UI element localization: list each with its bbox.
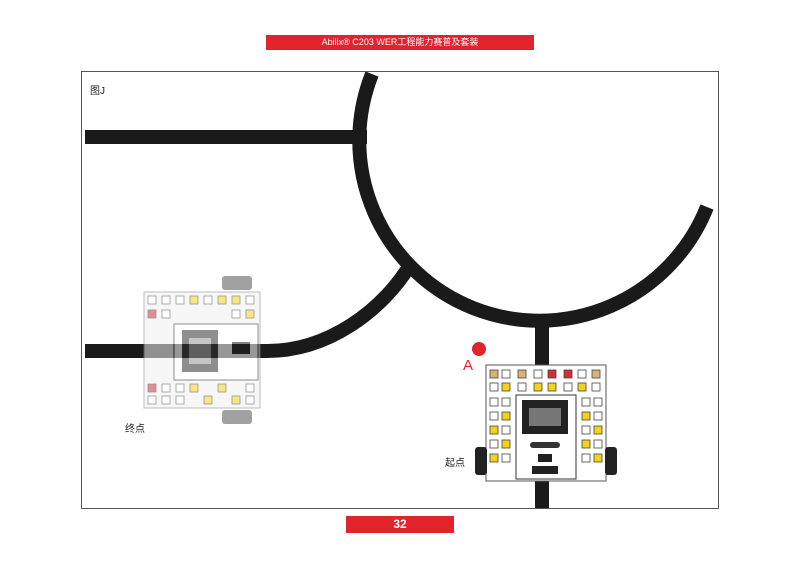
header-title: Abilix® C203 WER工程能力赛普及套装 <box>321 37 479 47</box>
figure-label: 图J <box>90 86 105 97</box>
track-map <box>85 72 714 508</box>
start-point-label: 起点 <box>445 458 465 469</box>
point-a-marker <box>472 342 486 356</box>
end-point-label: 终点 <box>125 424 145 435</box>
start-robot <box>475 364 617 482</box>
end-robot <box>143 276 261 424</box>
header-banner: Abilix® C203 WER工程能力赛普及套装 <box>266 35 534 50</box>
track-branch-curve <box>85 258 419 358</box>
page-number-bar: 32 <box>346 516 454 533</box>
track-ring <box>352 72 714 328</box>
figure-frame: 图J 终点 起点 A <box>81 71 719 509</box>
point-a-label: A <box>463 357 474 374</box>
page-number: 32 <box>393 517 407 531</box>
